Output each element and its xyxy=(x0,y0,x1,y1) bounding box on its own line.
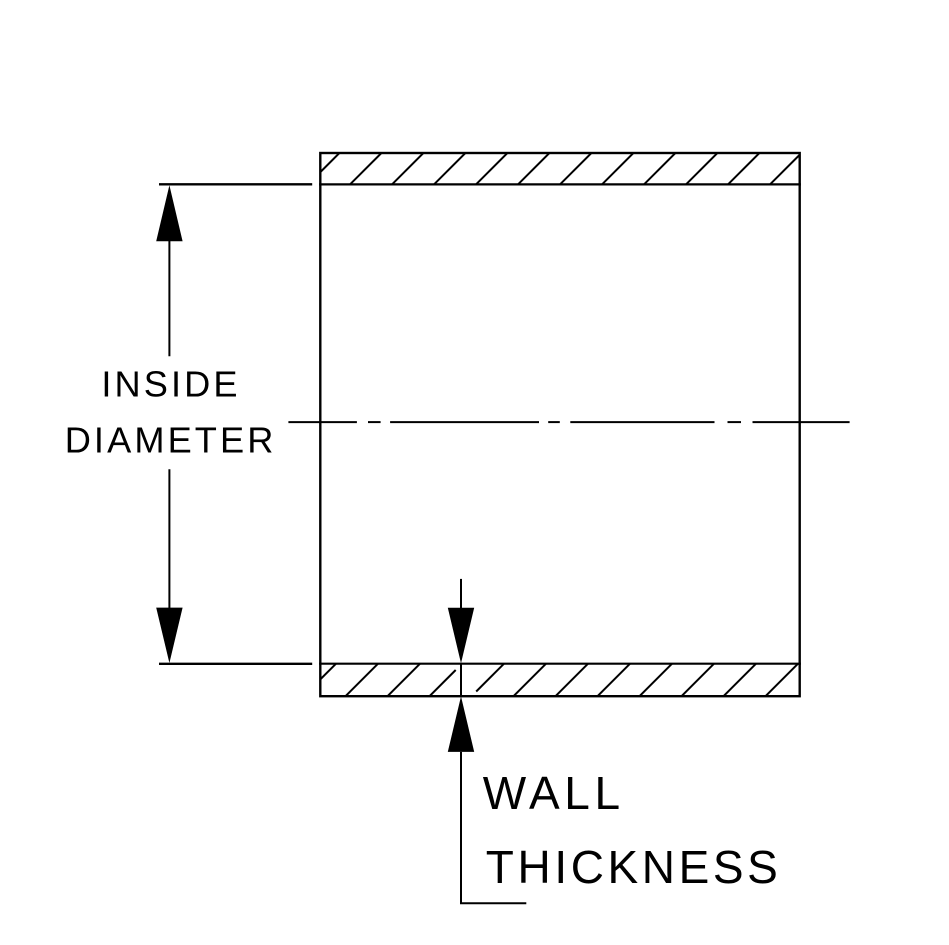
svg-text:WALL: WALL xyxy=(483,767,625,819)
svg-text:DIAMETER: DIAMETER xyxy=(65,419,277,460)
svg-text:THICKNESS: THICKNESS xyxy=(486,841,782,893)
svg-text:INSIDE: INSIDE xyxy=(101,363,240,404)
